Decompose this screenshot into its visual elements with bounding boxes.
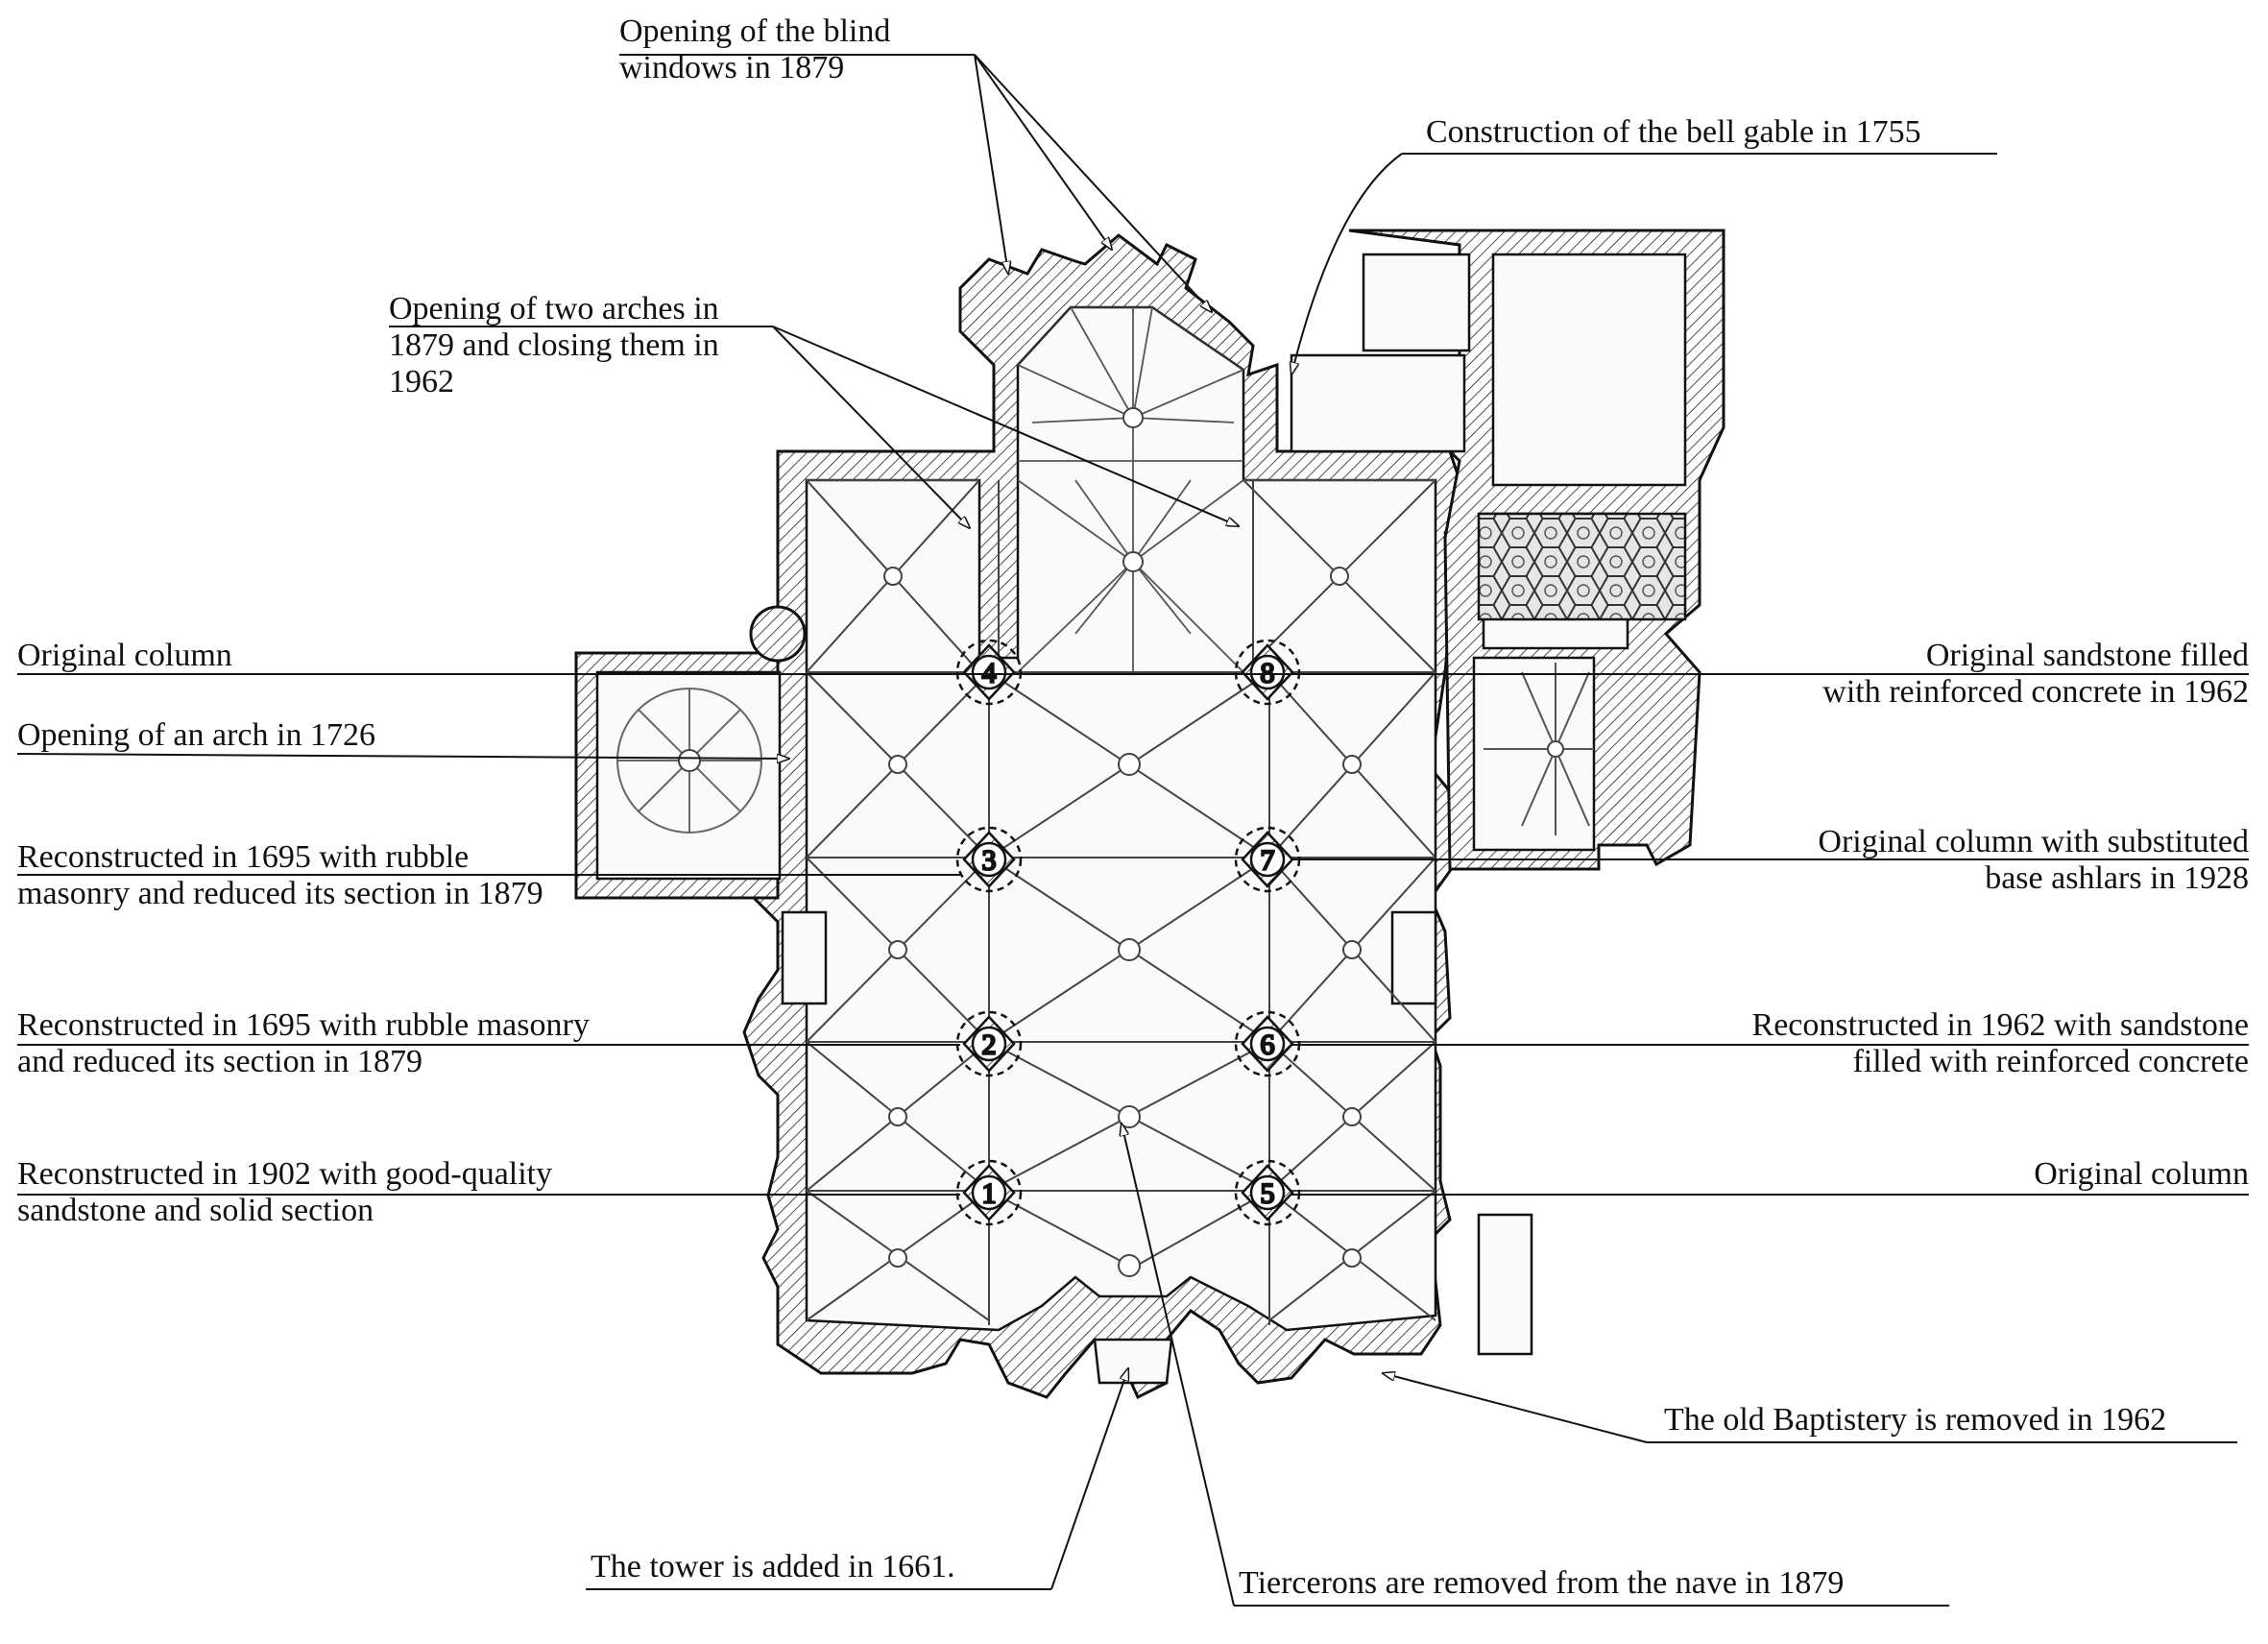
column-5: 5: [1234, 1159, 1301, 1226]
vault-bosses: [678, 407, 1564, 1277]
annotation-tiercerons: Tiercerons are removed from the nave in …: [1239, 1565, 1845, 1601]
annotation-tower: The tower is added in 1661.: [591, 1549, 955, 1584]
annotation-column-6: Reconstructed in 1962 with sandstone fil…: [1751, 1007, 2249, 1079]
column-2-number: 2: [982, 1029, 997, 1061]
annotation-arch-1726: Opening of an arch in 1726: [17, 717, 375, 753]
column-2: 2: [955, 1010, 1023, 1077]
annotation-column-4-original: Original column: [17, 638, 232, 673]
column-1-number: 1: [982, 1178, 997, 1210]
annotation-baptistery: The old Baptistery is removed in 1962: [1664, 1402, 2167, 1438]
annotation-column-1: Reconstructed in 1902 with good-quality …: [17, 1156, 553, 1228]
column-1: 1: [955, 1159, 1023, 1226]
south-chapel-interior: [1472, 656, 1596, 852]
column-7: 7: [1234, 826, 1301, 893]
column-4: 4: [955, 639, 1023, 706]
column-7-number: 7: [1261, 845, 1275, 877]
annotation-column-7: Original column with substituted base as…: [1818, 824, 2249, 896]
annotation-two-arches: Opening of two arches in 1879 and closin…: [389, 291, 719, 399]
column-3: 3: [955, 826, 1023, 893]
annotation-column-2: Reconstructed in 1695 with rubble masonr…: [17, 1007, 590, 1079]
annotation-column-8: Original sandstone filled with reinforce…: [1822, 638, 2249, 710]
annotation-column-5-original: Original column: [2034, 1156, 2249, 1192]
lattice-room: [1477, 512, 1687, 621]
annotation-blind-windows: Opening of the blind windows in 1879: [619, 13, 891, 85]
column-5-number: 5: [1261, 1178, 1275, 1210]
sacristy-interior: [1491, 253, 1687, 487]
annotation-column-3: Reconstructed in 1695 with rubble masonr…: [17, 839, 543, 911]
annotation-bell-gable: Construction of the bell gable in 1755: [1426, 114, 1921, 150]
arch-1726-leader: [16, 753, 789, 759]
column-3-number: 3: [982, 845, 997, 877]
leader-lines: [16, 54, 2249, 1607]
column-6-number: 6: [1261, 1029, 1275, 1061]
